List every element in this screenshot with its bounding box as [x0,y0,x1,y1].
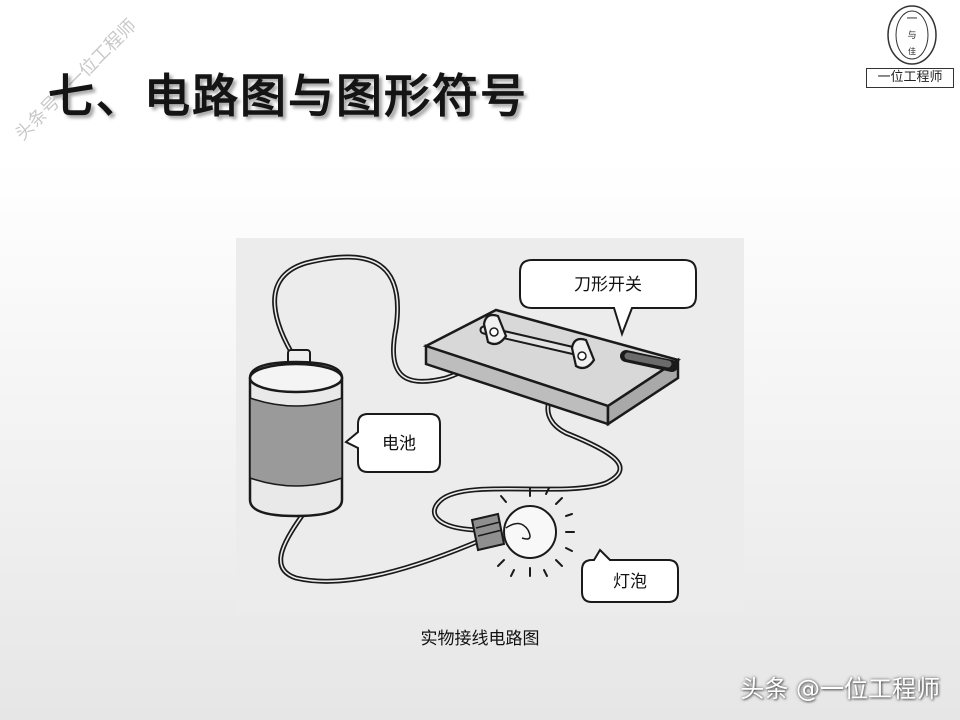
bulb-label-bubble: 灯泡 [581,548,679,603]
wire-battery-to-bulb [278,507,489,584]
logo-char-mid: 与 [907,30,916,41]
logo-seal-icon: 一 与 佳 [887,5,937,65]
switch-label: 刀形开关 [574,275,642,295]
bulb-label: 灯泡 [613,572,647,592]
light-bulb-icon [470,487,575,577]
footer-watermark: 头条 @一位工程师 [740,675,940,703]
battery-label-bubble: 电池 [344,413,441,473]
circuit-drawing: 刀形开关 电池 灯泡 [248,254,697,603]
battery-icon [248,349,344,518]
circuit-illustration: 刀形开关 电池 灯泡 [236,238,744,614]
battery-label: 电池 [382,434,416,454]
brand-logo: 一 与 佳 一位工程师 [866,4,954,88]
page-title: 七、电路图与图形符号 [48,69,528,123]
knife-switch-icon [422,308,681,427]
logo-char-top: 一 [907,12,918,25]
figure-caption: 实物接线电路图 [420,629,540,649]
switch-label-bubble: 刀形开关 [519,259,697,338]
logo-char-bottom: 佳 [908,46,916,56]
logo-label: 一位工程师 [866,68,954,88]
